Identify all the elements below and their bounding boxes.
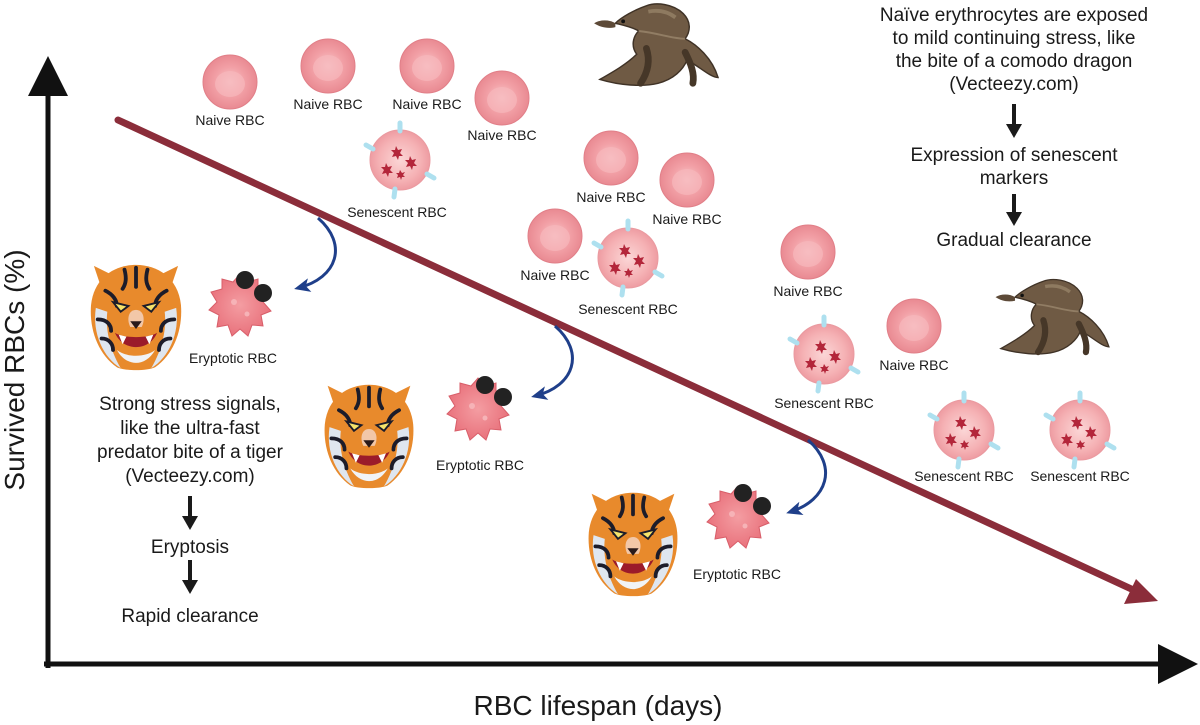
rbc-label: Senescent RBC (774, 395, 874, 411)
rbc-naive: Naive RBC (879, 298, 949, 373)
decline-trend-arrow (114, 116, 1158, 604)
rbc-label: Naive RBC (576, 189, 645, 205)
right-text-line: the bite of a comodo dragon (896, 51, 1133, 72)
rbc-label: Eryptotic RBC (693, 566, 781, 582)
rbc-label: Naive RBC (652, 211, 721, 227)
rbc-label: Senescent RBC (578, 301, 678, 317)
eryptosis-label: Eryptosis (151, 537, 229, 558)
rbc-naive: Naive RBC (652, 152, 722, 227)
rbc-label: Naive RBC (293, 96, 362, 112)
gradual-clearance-label: Gradual clearance (936, 230, 1091, 251)
rbc-label: Naive RBC (392, 96, 461, 112)
rbc-senescent: Senescent RBC (1030, 393, 1130, 484)
senescent-markers-label: markers (980, 168, 1049, 189)
rbc-naive: Naive RBC (520, 208, 590, 283)
left-text-line: Strong stress signals, (99, 394, 281, 415)
eryptosis-arrow (531, 324, 574, 400)
left-text-line: predator bite of a tiger (97, 442, 284, 463)
rbc-label: Senescent RBC (914, 468, 1014, 484)
rbc-naive: Naive RBC (576, 130, 646, 205)
rbc-naive: Naive RBC (773, 224, 843, 299)
right-text-line: (Vecteezy.com) (949, 74, 1079, 95)
x-axis-label: RBC lifespan (days) (474, 690, 723, 721)
right-text-line: to mild continuing stress, like (893, 28, 1136, 49)
senescent-markers-label: Expression of senescent (910, 145, 1118, 166)
rbc-eryptotic: Eryptotic RBC (693, 484, 781, 582)
down-arrow-icon (182, 496, 198, 530)
rbc-senescent: Senescent RBC (774, 317, 874, 411)
rbc-senescent: Senescent RBC (914, 393, 1014, 484)
y-axis (28, 56, 68, 668)
rbc-naive: Naive RBC (293, 38, 363, 112)
down-arrow-icon (1006, 194, 1022, 226)
rbc-label: Senescent RBC (1030, 468, 1130, 484)
right-explanation: Naïve erythrocytes are exposed to mild c… (880, 5, 1148, 251)
x-axis (44, 644, 1198, 684)
komodo-dragon-icon (996, 280, 1109, 354)
rbc-label: Naive RBC (879, 357, 948, 373)
rbc-label: Eryptotic RBC (189, 350, 277, 366)
rbc-label: Naive RBC (520, 267, 589, 283)
rbc-naive: Naive RBC (195, 54, 265, 128)
rbc-eryptotic: Eryptotic RBC (436, 376, 524, 473)
left-text-line: like the ultra-fast (120, 418, 260, 439)
rbc-senescent: Senescent RBC (578, 221, 678, 317)
rbc-label: Naive RBC (195, 112, 264, 128)
rbc-label: Naive RBC (467, 127, 536, 143)
rbc-label: Eryptotic RBC (436, 457, 524, 473)
rapid-clearance-label: Rapid clearance (121, 606, 258, 627)
left-explanation: Strong stress signals, like the ultra-fa… (97, 394, 284, 627)
tiger-head-icon (88, 262, 184, 373)
rbc-naive: Naive RBC (467, 70, 537, 143)
down-arrow-icon (182, 560, 198, 594)
rbc-label: Senescent RBC (347, 204, 447, 220)
komodo-dragon-icon (594, 4, 718, 85)
eryptosis-arrow (786, 438, 827, 516)
tiger-head-icon (322, 382, 416, 491)
rbc-naive: Naive RBC (392, 38, 462, 112)
rbc-label: Naive RBC (773, 283, 842, 299)
rbc-eryptotic: Eryptotic RBC (189, 271, 277, 366)
right-text-line: Naïve erythrocytes are exposed (880, 5, 1148, 26)
left-text-line: (Vecteezy.com) (125, 466, 255, 487)
rbc-senescent: Senescent RBC (347, 123, 447, 220)
tiger-head-icon (586, 490, 680, 599)
eryptosis-arrow (294, 216, 337, 292)
y-axis-label: Survived RBCs (%) (0, 249, 30, 490)
down-arrow-icon (1006, 104, 1022, 138)
